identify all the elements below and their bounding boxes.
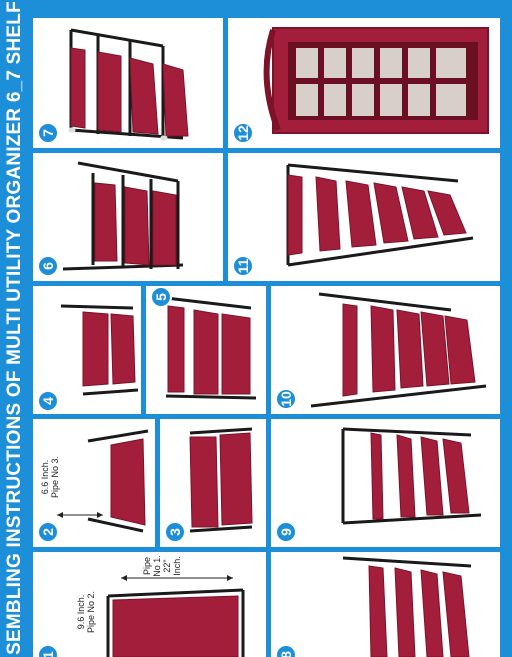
step-8-panel: 8 <box>271 552 500 657</box>
step-4-panel: 4 <box>33 286 141 414</box>
step-8-illustration <box>342 556 472 657</box>
step-number-badge: 6 <box>37 255 59 277</box>
step-number-badge: 10 <box>275 388 297 410</box>
step-10-illustration <box>310 292 487 408</box>
step-11-illustration <box>286 163 474 267</box>
step-6-illustration <box>62 161 184 271</box>
step-3-panel: 3 <box>160 419 266 547</box>
step-1-panel: 9.6 Inch. Pipe No 2. Pipe No 1. 22" Inch… <box>33 552 266 657</box>
step-number-badge: 5 <box>150 286 172 308</box>
step-number-badge: 4 <box>37 390 59 412</box>
step-9-panel: 9 <box>271 419 500 547</box>
step-3-illustration <box>189 427 253 533</box>
title-banner: SEMBLING INSTRUCTIONS OF MULTI UTILITY O… <box>0 0 30 657</box>
step-7-illustration <box>68 28 189 141</box>
step-10-panel: 10 <box>271 286 500 414</box>
step-2-illustration <box>57 429 149 533</box>
step-number-badge: 7 <box>37 122 59 144</box>
step-9-illustration <box>341 427 482 525</box>
step-12-panel: 12 <box>228 18 500 148</box>
step-11-panel: 11 <box>228 153 500 281</box>
step-number-badge: 9 <box>275 521 297 543</box>
sheet-title: SEMBLING INSTRUCTIONS OF MULTI UTILITY O… <box>4 1 25 655</box>
pipe-3-note: 6.6 Inch. Pipe No 3. <box>40 455 61 499</box>
step-7-panel: 7 <box>33 18 223 148</box>
step-5-illustration <box>165 296 257 400</box>
step-2-panel: 6.6 Inch. Pipe No 3. 2 <box>33 419 155 547</box>
step-number-badge: 12 <box>232 122 254 144</box>
step-number-badge: 2 <box>37 521 59 543</box>
step-4-illustration <box>60 304 139 396</box>
step-6-panel: 6 <box>33 153 223 281</box>
step-12-illustration <box>263 27 489 134</box>
step-number-badge: 3 <box>164 521 186 543</box>
pipe-1-note: Pipe No 1. 22" Inch. <box>141 555 182 577</box>
pipe-2-note: 9.6 Inch. Pipe No 2. <box>76 590 97 634</box>
step-1-illustration <box>106 575 245 657</box>
step-number-badge: 11 <box>232 255 254 277</box>
step-5-panel: 5 <box>146 286 266 414</box>
